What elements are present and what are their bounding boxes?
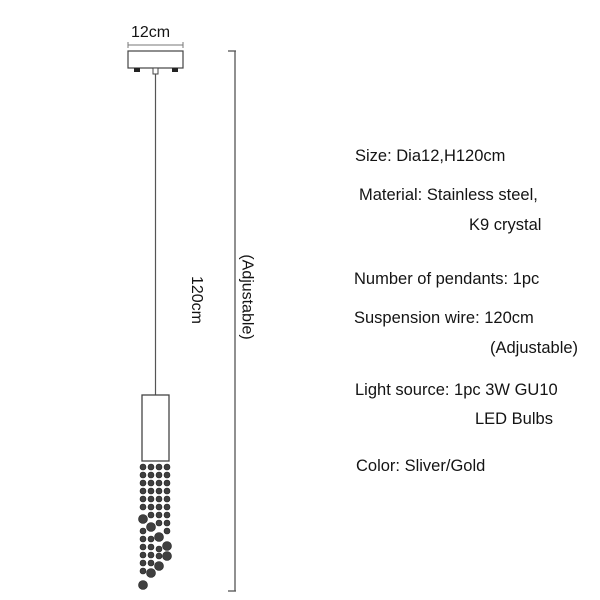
spec-suspension-wire: Suspension wire: 120cm: [354, 309, 534, 327]
spec-size: Size: Dia12,H120cm: [355, 147, 506, 165]
lamp-body: [141, 394, 170, 462]
spec-color: Color: Sliver/Gold: [356, 457, 486, 475]
height-label: 120cm: [188, 275, 206, 325]
crystal-strands: [138, 463, 172, 590]
canopy: [127, 50, 184, 69]
spec-pendants: Number of pendants: 1pc: [354, 270, 540, 288]
spec-material-cont: K9 crystal: [469, 216, 542, 234]
spec-light-source: Light source: 1pc 3W GU10: [355, 381, 558, 399]
canopy-width-label: 12cm: [131, 24, 171, 41]
spec-suspension-wire-cont: (Adjustable): [490, 339, 579, 357]
height-adjustable-note: (Adjustable): [238, 254, 256, 340]
spec-material: Material: Stainless steel,: [359, 186, 538, 204]
spec-light-source-cont: LED Bulbs: [475, 410, 553, 428]
